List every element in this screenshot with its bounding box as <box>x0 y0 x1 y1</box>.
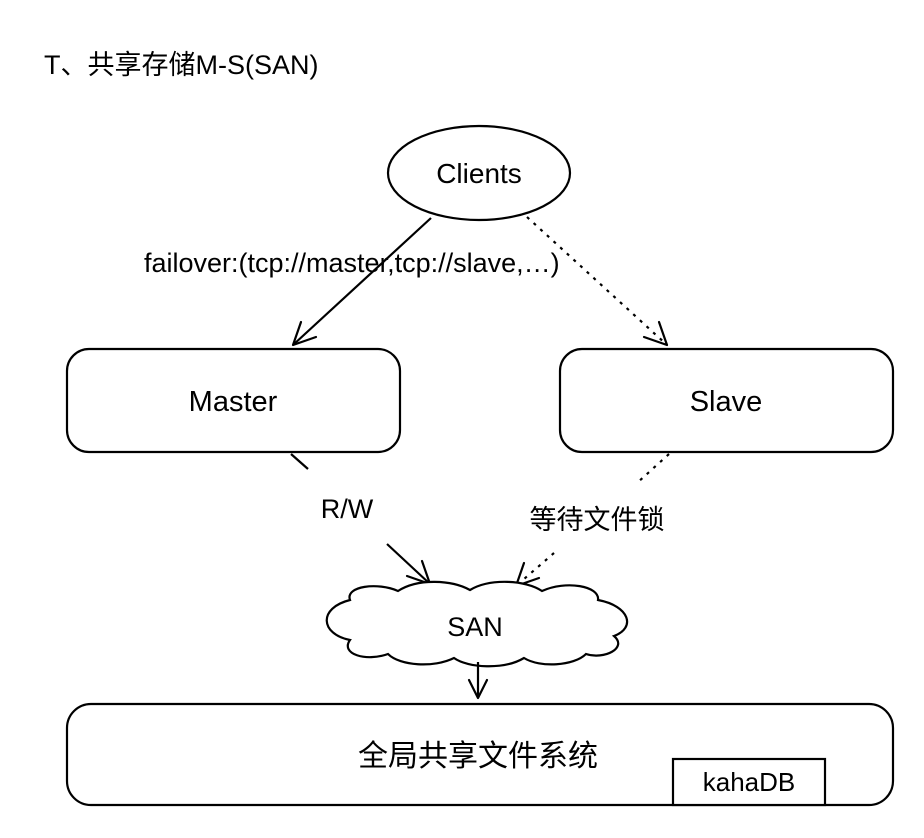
clients-label: Clients <box>436 158 522 189</box>
rw-label: R/W <box>321 494 374 524</box>
master-box <box>65 347 402 454</box>
arrowhead-master <box>291 320 318 347</box>
slave-label: Slave <box>690 386 763 418</box>
san-to-fs-edge <box>467 662 489 700</box>
clients-to-slave-edge <box>526 216 669 347</box>
san-node: SAN <box>325 580 629 668</box>
clients-ellipse <box>386 124 572 222</box>
global-fs-node: 全局共享文件系统 kahaDB <box>65 702 895 807</box>
slave-node: Slave <box>558 347 895 454</box>
san-cloud <box>325 580 629 668</box>
clients-to-master-edge <box>291 217 432 347</box>
master-node: Master <box>65 347 402 454</box>
arrowhead-slave <box>642 320 669 347</box>
failover-label: failover:(tcp://master,tcp://slave,…) <box>144 248 560 278</box>
kahadb-label: kahaDB <box>703 767 796 797</box>
kahadb-box <box>671 757 827 807</box>
slave-box <box>558 347 895 454</box>
global-fs-label: 全局共享文件系统 <box>358 740 598 773</box>
wait-lock-label: 等待文件锁 <box>530 505 665 535</box>
san-label: SAN <box>447 612 503 642</box>
arrowhead-fs <box>467 678 489 700</box>
diagram-title: T、共享存储M-S(SAN) <box>44 50 318 80</box>
master-label: Master <box>189 386 278 418</box>
clients-node: Clients <box>386 124 572 222</box>
